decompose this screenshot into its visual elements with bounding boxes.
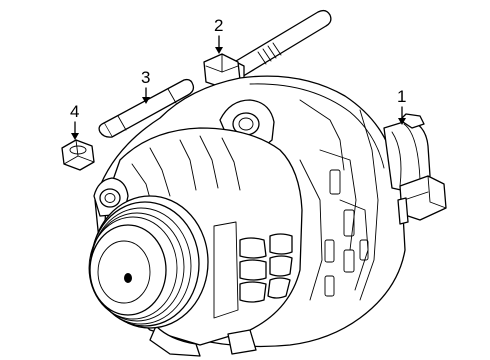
callout-3: 3 [141, 68, 150, 104]
callout-number: 3 [141, 68, 150, 87]
alternator [88, 75, 447, 357]
callout-number: 4 [70, 102, 79, 121]
callout-number: 1 [397, 87, 406, 106]
stud [98, 78, 195, 138]
nut [61, 139, 95, 171]
pulley [88, 195, 209, 329]
callout-number: 2 [214, 16, 223, 35]
callout-2: 2 [214, 16, 223, 54]
callout-1: 1 [397, 87, 406, 125]
callout-4: 4 [70, 102, 79, 140]
